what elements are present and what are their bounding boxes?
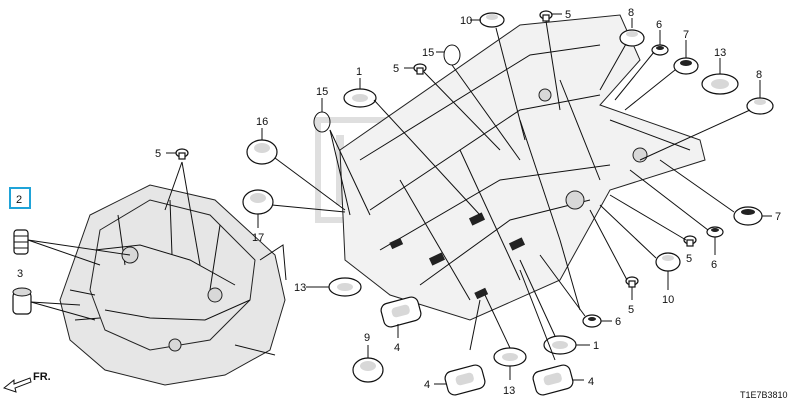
- callout-9: 9: [364, 332, 370, 344]
- callout-5-left: 5: [155, 148, 161, 160]
- part-7-right: [733, 206, 763, 226]
- part-10-top: [479, 12, 505, 28]
- callout-4-b: 4: [424, 379, 430, 391]
- callout-4-c: 4: [588, 376, 594, 388]
- callout-1-top: 1: [356, 66, 362, 78]
- part-17: [242, 189, 274, 215]
- front-direction-label: FR.: [33, 371, 51, 383]
- leader-lines: [27, 13, 772, 385]
- callout-8-top: 8: [628, 7, 634, 19]
- part-7-top: [673, 57, 699, 75]
- callout-labels: 10 5 8 6 7 13 8 15 5 1 15 16 5 2 3 17 13…: [16, 7, 781, 397]
- part-5-left: [175, 148, 189, 160]
- callout-5-top: 5: [565, 9, 571, 21]
- part-4-c: [532, 364, 574, 396]
- callout-6-bottom: 6: [615, 316, 621, 328]
- callout-13-right: 13: [714, 47, 726, 59]
- part-8-top: [619, 29, 645, 47]
- part-2: [13, 229, 29, 255]
- callout-2: 2: [16, 194, 22, 206]
- part-6-bottom: [582, 314, 602, 328]
- callout-10-top: 10: [460, 15, 472, 27]
- callout-5-b: 5: [393, 63, 399, 75]
- part-13-bottom: [493, 347, 527, 367]
- callout-3: 3: [17, 268, 23, 280]
- front-subframe: [59, 184, 287, 386]
- callout-15-b: 15: [316, 86, 328, 98]
- part-9: [352, 357, 384, 383]
- part-8-right: [746, 97, 774, 115]
- part-1-bottom: [543, 335, 577, 355]
- callout-4-a: 4: [394, 342, 400, 354]
- callout-7-right: 7: [775, 211, 781, 223]
- part-5-right2: [683, 235, 697, 247]
- part-15-a: [443, 44, 461, 66]
- part-3: [12, 287, 32, 315]
- callout-16: 16: [256, 116, 268, 128]
- parts: [12, 10, 774, 396]
- callout-13-mid: 13: [294, 282, 306, 294]
- callout-5-right: 5: [628, 304, 634, 316]
- diagram-reference-code: T1E7B3810: [740, 390, 788, 400]
- part-1-top: [343, 88, 377, 108]
- callout-1-bottom: 1: [593, 340, 599, 352]
- callout-8-right: 8: [756, 69, 762, 81]
- callout-6-top: 6: [656, 19, 662, 31]
- callout-13-bottom: 13: [503, 385, 515, 397]
- part-13-right: [701, 73, 739, 95]
- part-5-top: [539, 10, 553, 22]
- callout-17: 17: [252, 232, 264, 244]
- part-5-b: [413, 63, 427, 75]
- part-13-mid: [328, 277, 362, 297]
- part-16: [246, 139, 278, 165]
- callout-10-bottom: 10: [662, 294, 674, 306]
- part-6-right: [706, 226, 724, 238]
- callout-15-a: 15: [422, 47, 434, 59]
- callout-6-right: 6: [711, 259, 717, 271]
- part-4-b: [444, 364, 486, 396]
- part-10-bottom: [655, 252, 681, 272]
- part-6-top: [651, 44, 669, 56]
- part-5-right: [625, 276, 639, 288]
- part-4-a: [380, 296, 422, 328]
- floor-body: [339, 14, 706, 321]
- highlight-box: [9, 187, 31, 209]
- callout-7-top: 7: [683, 29, 689, 41]
- callout-5-right2: 5: [686, 253, 692, 265]
- front-direction-arrow: FR.: [2, 371, 51, 393]
